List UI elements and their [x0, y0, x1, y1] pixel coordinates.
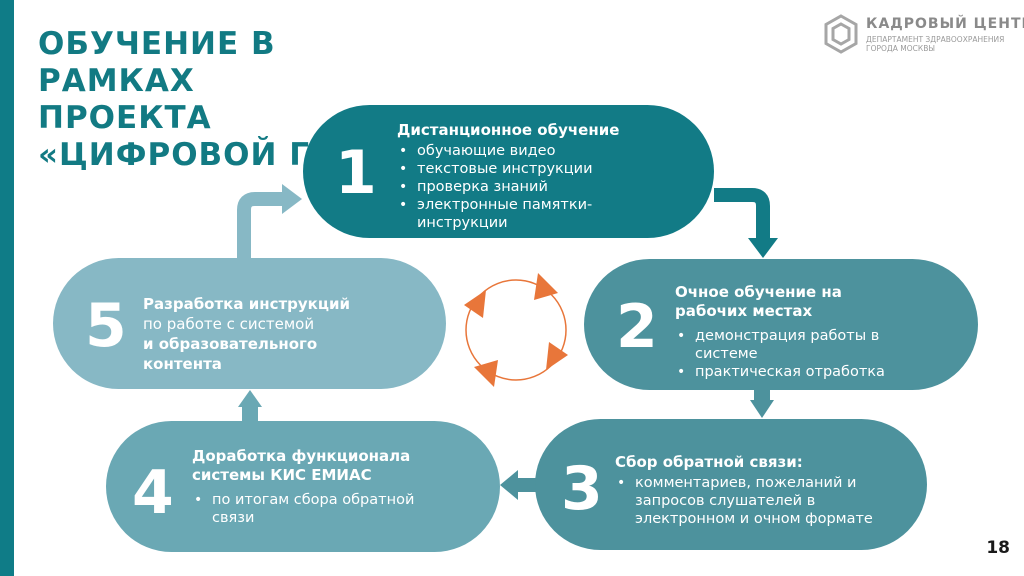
- connector-5-to-1: [237, 192, 284, 262]
- step-number: 2: [616, 292, 658, 362]
- arrow-head-icon: [500, 470, 518, 500]
- page-number: 18: [986, 538, 1010, 558]
- arrow-head-icon: [748, 238, 778, 258]
- step-number: 3: [561, 454, 603, 524]
- step-content: Очное обучение на рабочих местах •демонс…: [675, 283, 915, 381]
- step-1-remote-learning: 1 Дистанционное обучение •обучающие виде…: [303, 105, 714, 238]
- list-item: •по итогам сбора обратной связи: [194, 492, 415, 526]
- step-content: Дистанционное обучение •обучающие видео …: [397, 121, 697, 232]
- hexagon-logo-icon: [824, 14, 858, 54]
- kadrovy-centr-logo: КАДРОВЫЙ ЦЕНТР Департамент здравоохранен…: [824, 14, 1024, 60]
- list-item: •практическая отработка: [677, 364, 885, 380]
- step-bullets: •демонстрация работы в системе •практиче…: [675, 327, 915, 381]
- step-heading: Дистанционное обучение: [397, 121, 620, 139]
- step-heading: Доработка функционала системы КИС ЕМИАС: [192, 447, 411, 484]
- arrow-head-icon: [750, 400, 774, 418]
- connector-1-to-2: [714, 188, 770, 240]
- logo-name: КАДРОВЫЙ ЦЕНТР: [866, 16, 1024, 32]
- arrow-head-icon: [282, 184, 302, 214]
- list-item: •комментариев, пожеланий и запросов слуш…: [617, 475, 873, 527]
- step-5-instructions-development: 5 Разработка инструкций по работе с сист…: [53, 258, 446, 389]
- arrow-head-icon: [238, 390, 262, 407]
- list-item: •обучающие видео: [399, 143, 556, 159]
- step-content: Доработка функционала системы КИС ЕМИАС …: [192, 447, 442, 527]
- step-number: 4: [132, 458, 174, 528]
- list-item: •электронные памятки-инструкции: [399, 197, 593, 231]
- step-3-feedback: 3 Сбор обратной связи: •комментариев, по…: [535, 419, 927, 550]
- list-item: •текстовые инструкции: [399, 161, 593, 177]
- step-line: по работе с системой: [143, 315, 315, 333]
- connector-2-to-3: [754, 388, 770, 400]
- step-heading: Сбор обратной связи:: [615, 453, 803, 471]
- logo-subtitle-line1: Департамент здравоохранения: [866, 35, 1005, 44]
- step-content: Разработка инструкций по работе с систем…: [143, 294, 413, 374]
- step-content: Сбор обратной связи: •комментариев, поже…: [615, 453, 885, 528]
- list-item: •проверка знаний: [399, 179, 548, 195]
- step-bullets: •обучающие видео •текстовые инструкции •…: [397, 142, 697, 232]
- list-item: •демонстрация работы в системе: [677, 328, 880, 362]
- step-heading: Очное обучение на рабочих местах: [675, 283, 842, 320]
- step-bullets: •комментариев, пожеланий и запросов слуш…: [615, 474, 885, 528]
- step-line: и образовательного контента: [143, 335, 318, 373]
- step-bullets: •по итогам сбора обратной связи: [192, 491, 442, 527]
- left-accent-bar: [0, 0, 14, 576]
- step-heading: Разработка инструкций: [143, 295, 350, 313]
- step-number: 5: [85, 291, 127, 361]
- step-number: 1: [335, 138, 377, 208]
- step-2-onsite-learning: 2 Очное обучение на рабочих местах •демо…: [584, 259, 978, 390]
- logo-subtitle-line2: города Москвы: [866, 44, 935, 53]
- connector-3-to-4: [516, 478, 538, 492]
- connector-4-to-5: [242, 406, 258, 424]
- step-4-system-improvement: 4 Доработка функционала системы КИС ЕМИА…: [106, 421, 500, 552]
- cycle-arrows-icon: [464, 273, 568, 387]
- logo-subtitle: Департамент здравоохранения города Москв…: [866, 35, 1004, 53]
